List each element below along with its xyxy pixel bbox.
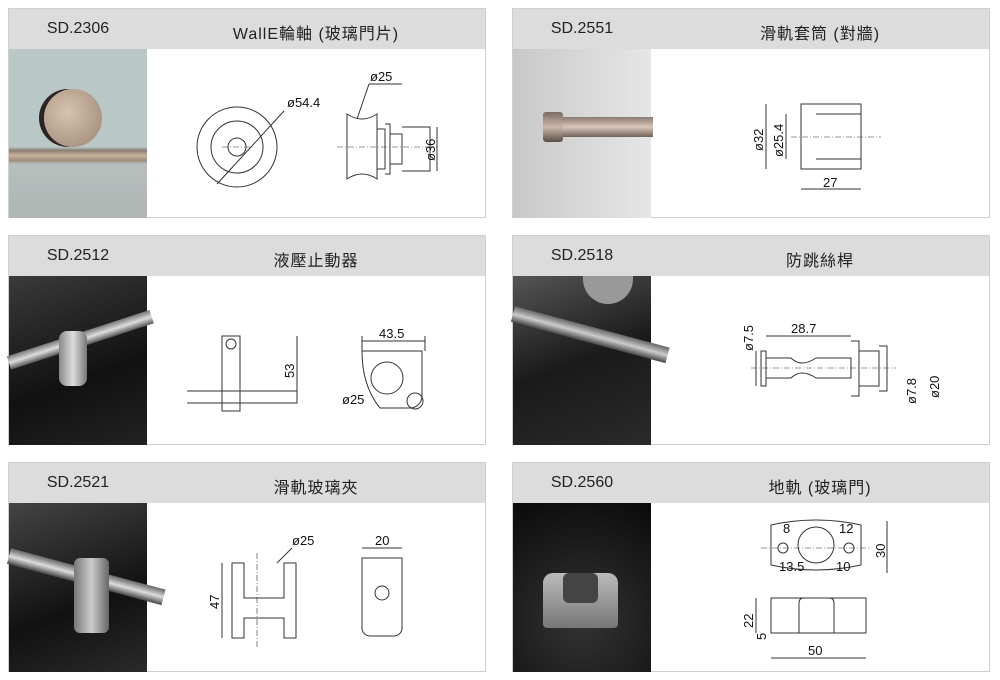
- dimension-label: 50: [808, 643, 822, 658]
- product-title: 滑軌玻璃夾: [273, 480, 359, 497]
- product-title: 防跳絲桿: [785, 253, 854, 270]
- product-title: WallE輪軸 (玻璃門片): [232, 26, 400, 43]
- technical-drawing: ø54.4 ø25 ø36: [196, 69, 438, 188]
- dimension-label: ø25: [292, 533, 314, 548]
- dimension-label: 47: [207, 595, 222, 609]
- dimension-label: 5: [754, 633, 769, 640]
- product-title: 液壓止動器: [273, 253, 359, 270]
- dimension-label: 43.5: [379, 326, 404, 341]
- card-header: SD.2560 地軌 (玻璃門): [513, 463, 989, 503]
- dimension-label: 53: [282, 364, 297, 378]
- product-code: SD.2521: [46, 474, 110, 491]
- product-code: SD.2551: [550, 20, 614, 37]
- product-photo: [6, 276, 154, 445]
- technical-drawing: ø32 ø25.4 27: [751, 103, 881, 190]
- product-photo: [9, 49, 147, 218]
- product-card-sd2512[interactable]: SD.2512 液壓止動器 53 43.5 ø25: [6, 235, 486, 445]
- card-header: SD.2306 WallE輪軸 (玻璃門片): [9, 9, 485, 49]
- product-photo: [6, 503, 166, 672]
- technical-drawing: 47 ø25 20: [207, 533, 403, 648]
- dimension-label: ø20: [927, 376, 942, 398]
- dimension-label: ø36: [423, 139, 438, 161]
- product-code: SD.2306: [46, 20, 110, 37]
- dimension-label: ø32: [751, 129, 766, 151]
- dimension-label: 27: [823, 175, 837, 190]
- product-title: 地軌 (玻璃門): [768, 480, 872, 497]
- product-photo: [510, 276, 670, 445]
- card-header: SD.2518 防跳絲桿: [513, 236, 989, 276]
- dimension-label: 20: [375, 533, 389, 548]
- product-title: 滑軌套筒 (對牆): [759, 26, 881, 43]
- product-card-sd2306[interactable]: SD.2306 WallE輪軸 (玻璃門片) ø54.4 ø25 ø36: [8, 8, 486, 218]
- product-photo: [513, 49, 653, 218]
- card-header: SD.2512 液壓止動器: [9, 236, 485, 276]
- dimension-label: ø7.5: [741, 325, 756, 351]
- product-card-sd2518[interactable]: SD.2518 防跳絲桿 ø7.5 28.7 ø7.8 ø20: [510, 235, 990, 445]
- dimension-label: ø54.4: [287, 95, 320, 110]
- product-card-sd2551[interactable]: SD.2551 滑軌套筒 (對牆) ø32 ø25.4 27: [512, 8, 990, 218]
- product-card-sd2521[interactable]: SD.2521 滑軌玻璃夾 47 ø25 20: [6, 462, 486, 672]
- card-header: SD.2521 滑軌玻璃夾: [9, 463, 485, 503]
- dimension-label: 12: [839, 521, 853, 536]
- dimension-label: ø25: [370, 69, 392, 84]
- technical-drawing: 53 43.5 ø25: [187, 326, 426, 412]
- dimension-label: 30: [873, 544, 888, 558]
- dimension-label: ø25.4: [771, 124, 786, 157]
- dimension-label: 13.5: [779, 559, 804, 574]
- dimension-label: 10: [836, 559, 850, 574]
- product-card-sd2560[interactable]: SD.2560 地軌 (玻璃門) 8 12 13.5 10 30 22 5 50: [512, 462, 990, 672]
- product-photo: [513, 503, 651, 672]
- dimension-label: 22: [741, 614, 756, 628]
- dimension-label: ø25: [342, 392, 364, 407]
- product-code: SD.2518: [550, 247, 614, 264]
- dimension-label: ø7.8: [904, 378, 919, 404]
- technical-drawing: 8 12 13.5 10 30 22 5 50: [741, 519, 888, 659]
- dimension-label: 28.7: [791, 321, 816, 336]
- product-code: SD.2512: [46, 247, 110, 264]
- card-header: SD.2551 滑軌套筒 (對牆): [513, 9, 989, 49]
- product-code: SD.2560: [550, 474, 614, 491]
- technical-drawing: ø7.5 28.7 ø7.8 ø20: [741, 321, 942, 404]
- dimension-label: 8: [783, 521, 790, 536]
